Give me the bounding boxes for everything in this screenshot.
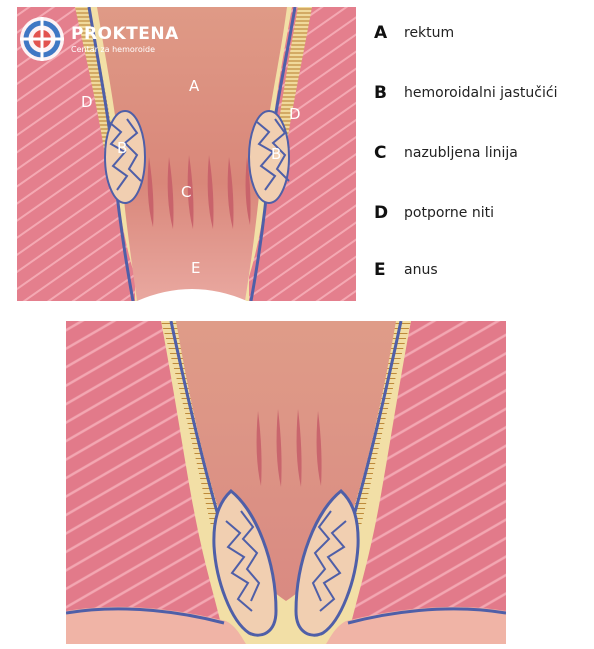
label-d-right: D <box>289 105 301 123</box>
anal-canal-detailed-cross-section <box>66 321 506 644</box>
legend-item-d: D potporne niti <box>374 202 494 224</box>
anal-canal-labeled-illustration: PROKTENA Centar za hemoroide A D D B B C… <box>17 7 356 301</box>
legend-letter: A <box>374 23 404 43</box>
label-c: C <box>181 183 191 201</box>
legend-label: hemoroidalni jastučići <box>404 85 557 101</box>
anal-canal-cross-section: PROKTENA Centar za hemoroide A D D B B C… <box>17 7 356 301</box>
brand-name: PROKTENA <box>71 24 179 44</box>
legend-label: anus <box>404 262 438 278</box>
brand-subtitle: Centar za hemoroide <box>71 45 155 54</box>
legend-letter: C <box>374 143 404 163</box>
legend-item-a: A rektum <box>374 22 454 44</box>
legend-letter: E <box>374 260 404 280</box>
legend-item-c: C nazubljena linija <box>374 142 518 164</box>
legend-label: rektum <box>404 25 454 41</box>
legend-label: nazubljena linija <box>404 145 518 161</box>
legend-letter: B <box>374 83 404 103</box>
label-e: E <box>191 259 200 277</box>
legend-item-b: B hemoroidalni jastučići <box>374 82 557 104</box>
label-b-right: B <box>271 145 281 163</box>
label-d-left: D <box>81 93 93 111</box>
label-b-left: B <box>117 139 127 157</box>
legend-letter: D <box>374 203 404 223</box>
legend-item-e: E anus <box>374 259 438 281</box>
legend-label: potporne niti <box>404 205 494 221</box>
label-a: A <box>189 77 200 95</box>
anal-canal-detailed-illustration <box>66 321 506 644</box>
